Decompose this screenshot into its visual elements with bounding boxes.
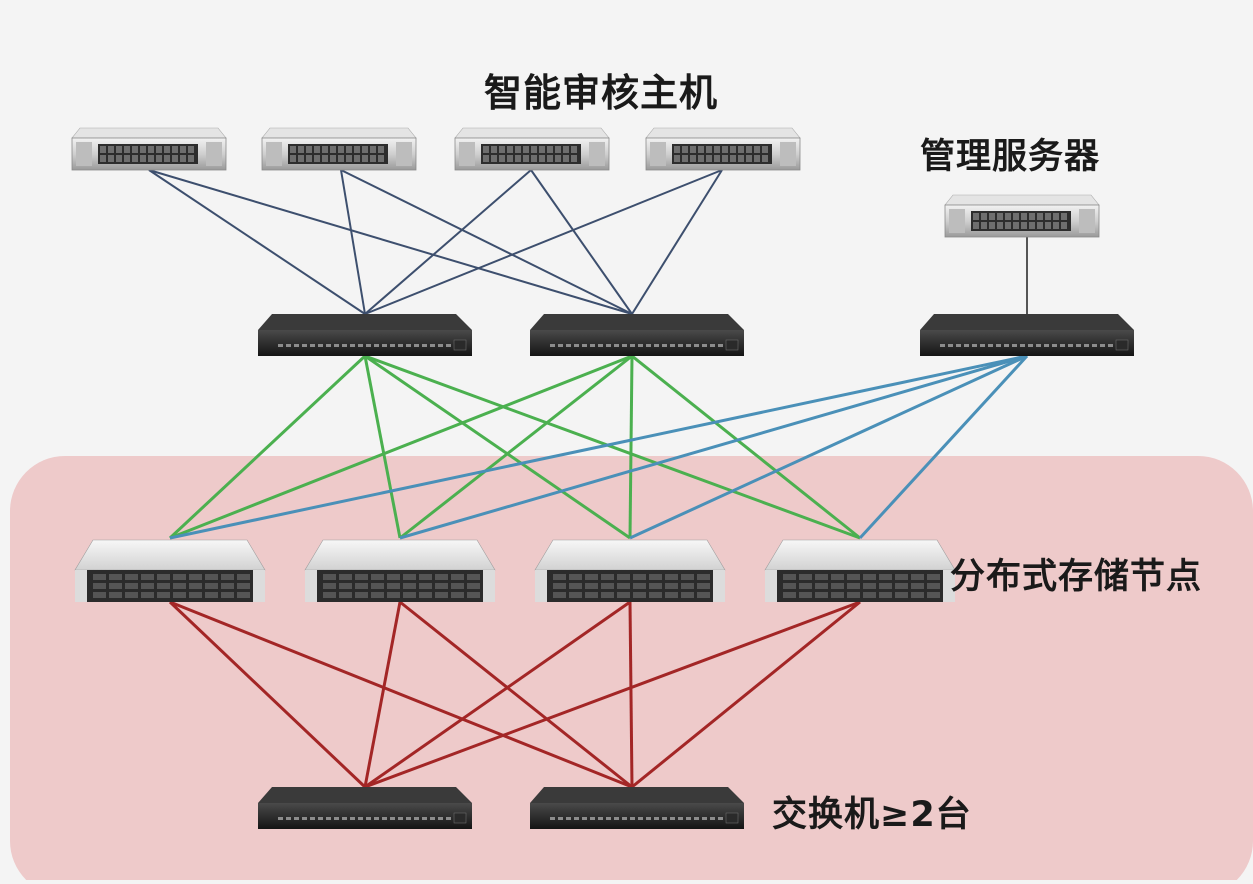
hosts-label: 智能审核主机 (484, 71, 719, 115)
storage-network-link (399, 600, 633, 789)
host-link (148, 169, 633, 315)
storage-network-link (364, 600, 861, 789)
storage-network-link (364, 600, 631, 789)
storage-switch-switch-c (258, 787, 472, 829)
management-server-label: 管理服务器 (920, 137, 1101, 177)
storage-network-link (168, 600, 367, 789)
data-link (169, 354, 633, 540)
data-link (363, 355, 402, 539)
rack-server-host-1 (71, 127, 227, 171)
management-switch (920, 314, 1134, 356)
network-switch-switch-b (530, 314, 744, 356)
storage-nodes-label: 分布式存储节点 (950, 557, 1203, 597)
link-layer (148, 169, 1029, 789)
data-link (364, 354, 631, 540)
data-link (364, 354, 861, 540)
network-switch-switch-a (258, 314, 472, 356)
data-link (628, 355, 634, 539)
storage-network-link (631, 600, 861, 789)
storage-network-link (628, 601, 634, 788)
host-link (340, 169, 633, 315)
host-link (364, 169, 723, 315)
rack-server-host-4 (645, 127, 801, 171)
management-network-link (858, 354, 1029, 540)
storage-switch-switch-d (530, 787, 744, 829)
storage-network-link (363, 601, 402, 788)
data-link (399, 354, 633, 540)
data-link (631, 354, 861, 540)
host-link (530, 169, 633, 315)
storage-node-storage-4 (764, 539, 956, 602)
rack-server-host-3 (454, 127, 610, 171)
host-link (364, 169, 532, 315)
rack-server-host-2 (261, 127, 417, 171)
management-network-link (399, 354, 1028, 540)
device-layer (71, 127, 1134, 829)
bottom-switches-label: 交换机≥2台 (772, 795, 972, 835)
storage-node-storage-2 (304, 539, 496, 602)
storage-node-storage-1 (74, 539, 266, 602)
host-link (340, 169, 366, 315)
management-server (944, 194, 1100, 238)
management-network-link (629, 354, 1028, 540)
storage-network-link (169, 600, 633, 789)
host-link (631, 169, 723, 315)
management-network-link (169, 354, 1028, 540)
data-link (168, 354, 367, 540)
host-link (148, 169, 366, 315)
storage-node-storage-3 (534, 539, 726, 602)
